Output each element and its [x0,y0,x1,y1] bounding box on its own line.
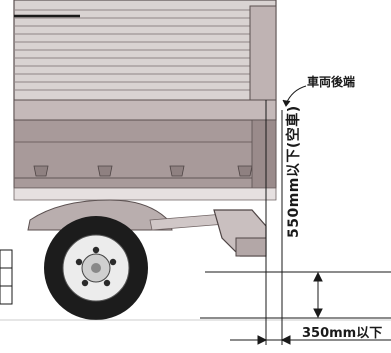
rear-wheel [44,216,148,320]
cargo-box [13,0,277,121]
left-edge-boxes [0,249,13,305]
dimension-lines [200,85,391,345]
horizontal-limit-label: 350mm以下 [302,326,383,341]
lower-frame [13,119,277,189]
rear-end-label: 車両後端 [307,75,356,89]
rear-underrun-protector [213,209,267,257]
height-limit-label: 550mm以下(空車) [286,105,302,238]
